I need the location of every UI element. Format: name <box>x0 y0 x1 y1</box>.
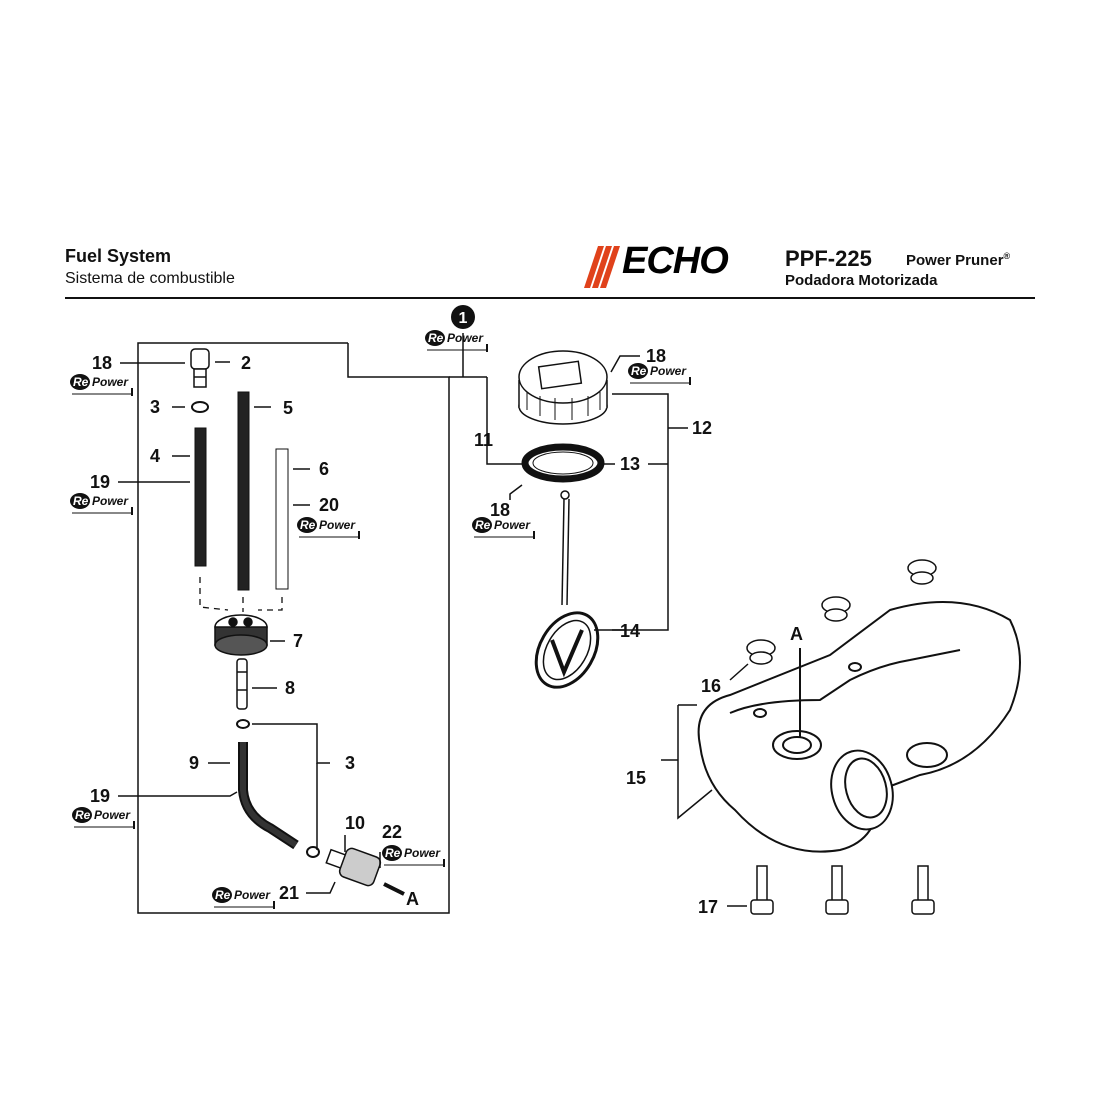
svg-text:1: 1 <box>459 310 468 327</box>
callout-12: 12 <box>692 418 712 438</box>
repower-badge <box>211 886 275 910</box>
callout-8: 8 <box>285 678 295 698</box>
product-name-es: Podadora Motorizada <box>785 272 938 289</box>
fuel-cap-part <box>518 350 608 425</box>
leader-lines <box>118 355 749 907</box>
callout-3b: 3 <box>345 753 355 773</box>
assembly-guides <box>199 577 283 612</box>
strainer-part <box>534 490 600 689</box>
callout-22: 22 <box>382 822 402 842</box>
fuel-filter-part <box>325 847 382 887</box>
callout-17: 17 <box>698 897 718 917</box>
callout-10: 10 <box>345 813 365 833</box>
callout-7: 7 <box>293 631 303 651</box>
o-ring-part-c <box>306 846 320 858</box>
gasket-part <box>521 443 605 483</box>
callout-14: 14 <box>620 621 640 641</box>
repower-badge <box>71 806 135 830</box>
callout-18c: 18 <box>490 500 510 520</box>
header-rule <box>65 297 1035 299</box>
grommet-part <box>214 614 268 656</box>
page-subtitle: Sistema de combustible <box>65 270 235 287</box>
page-title: Fuel System <box>65 246 172 266</box>
repower-badge <box>69 492 133 516</box>
callout-16: 16 <box>701 676 721 696</box>
echo-logo-stripes <box>584 246 620 288</box>
tank-grommet-part <box>746 559 937 665</box>
tube-part-6 <box>275 448 289 590</box>
repower-badge <box>424 329 488 353</box>
callout-4: 4 <box>150 446 160 466</box>
callout-a2: A <box>790 624 803 644</box>
callout-13: 13 <box>620 454 640 474</box>
plug-part <box>190 348 210 388</box>
o-ring-part-b <box>236 719 250 729</box>
callout-2: 2 <box>241 353 251 373</box>
fuel-line-group-box <box>137 342 450 914</box>
fitting-part <box>236 658 248 710</box>
repower-badge <box>296 516 360 540</box>
fuel-tank-part <box>697 601 1021 853</box>
callout-15: 15 <box>626 768 646 788</box>
callout-21: 21 <box>279 883 299 903</box>
callout-a: A <box>406 889 419 909</box>
callout-9: 9 <box>189 753 199 773</box>
tube-part-4 <box>194 427 207 567</box>
group-marker: 1 <box>451 305 475 329</box>
callout-20: 20 <box>319 495 339 515</box>
repower-badge <box>69 373 133 397</box>
callout-19: 19 <box>90 472 110 492</box>
callout-5: 5 <box>283 398 293 418</box>
repower-badge <box>471 516 535 540</box>
tube-part-5 <box>237 391 250 591</box>
callout-11: 11 <box>474 430 493 450</box>
o-ring-part <box>191 401 209 413</box>
repower-badge <box>381 844 445 868</box>
product-name: Power Pruner® <box>906 251 1011 269</box>
brand-logo: ECHO <box>622 240 729 282</box>
callout-18: 18 <box>92 353 112 373</box>
bolt-part <box>750 865 935 915</box>
callout-18b: 18 <box>646 346 666 366</box>
model-number: PPF-225 <box>785 246 872 271</box>
arrow-line <box>383 882 405 896</box>
callout-19b: 19 <box>90 786 110 806</box>
repower-badge <box>627 362 691 386</box>
callout-6: 6 <box>319 459 329 479</box>
callout-3: 3 <box>150 397 160 417</box>
